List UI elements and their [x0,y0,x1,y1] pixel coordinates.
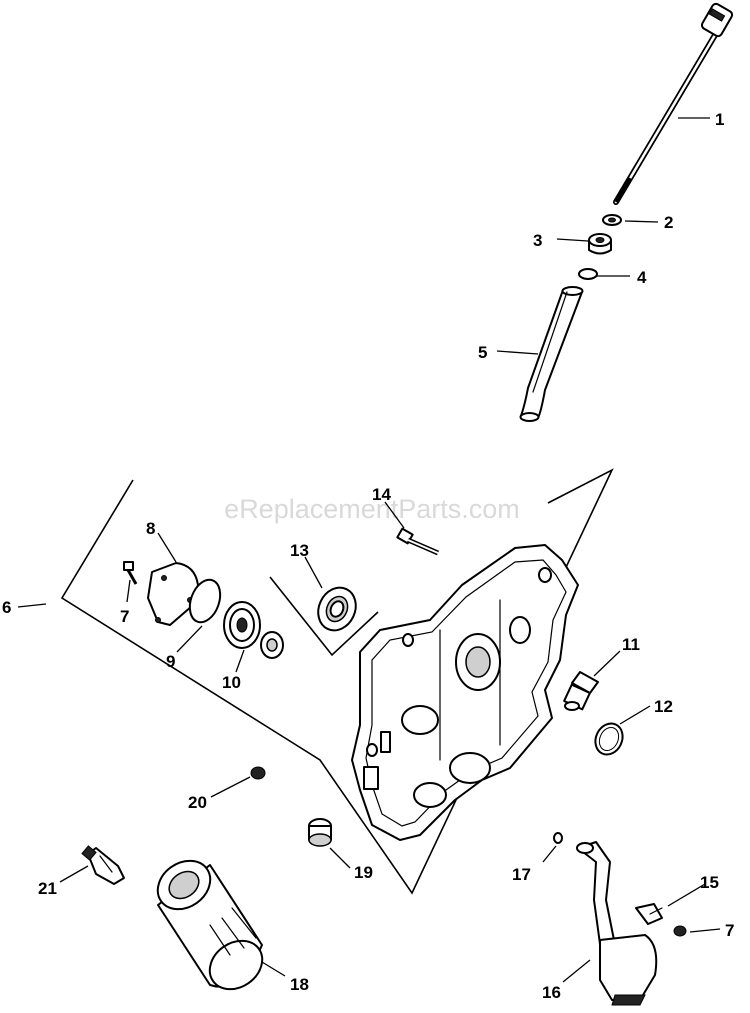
drain-plug-part [308,818,332,847]
callout-8: 8 [146,519,155,538]
dipstick-part [613,2,734,205]
callout-19: 19 [354,863,373,882]
callout-13: 13 [290,541,309,560]
oil-pump-gear-part [223,601,284,659]
leader-lines [17,117,721,983]
callout-7: 7 [120,607,129,626]
dipstick-tube-part [519,286,584,422]
callout-6: 6 [2,598,11,617]
callout-15: 15 [700,873,719,892]
callout-5: 5 [478,343,487,362]
o-ring-part [578,268,598,280]
callout-21: 21 [38,879,57,898]
o-ring-part [188,578,222,624]
oil-pressure-switch-part [81,845,125,885]
ball-part [553,832,563,844]
fitting-part [563,671,599,711]
screw-part [673,925,687,937]
callout-18: 18 [290,975,309,994]
oil-pickup-part [576,841,658,1006]
callout-labels: 1 2 3 4 5 6 7 8 9 10 11 12 13 14 15 16 1… [2,110,734,1002]
callout-16: 16 [542,983,561,1002]
callout-7-right: 7 [725,921,734,940]
callout-11: 11 [622,635,640,654]
bracket-part [635,903,663,925]
callout-10: 10 [222,673,241,692]
bolt-part [396,527,439,556]
callout-2: 2 [664,213,673,232]
callout-20: 20 [188,793,207,812]
oil-filter-part [156,859,264,991]
callout-17: 17 [512,865,531,884]
pipe-plug-part [250,766,266,780]
callout-3: 3 [533,231,542,250]
washer-part [602,214,622,226]
assembly-boundary [60,468,614,895]
callout-4: 4 [637,268,647,287]
callout-14: 14 [372,485,391,504]
callout-1: 1 [715,110,724,129]
oil-pan-cover-part [351,544,579,841]
cover-plate-part [147,562,199,626]
callout-9: 9 [166,652,175,671]
watermark: eReplacementParts.com [224,494,520,524]
screw-part [123,561,138,585]
o-ring-part [594,722,624,756]
callout-12: 12 [654,697,673,716]
grommet-part [588,233,612,255]
oil-seal-part [317,586,357,632]
